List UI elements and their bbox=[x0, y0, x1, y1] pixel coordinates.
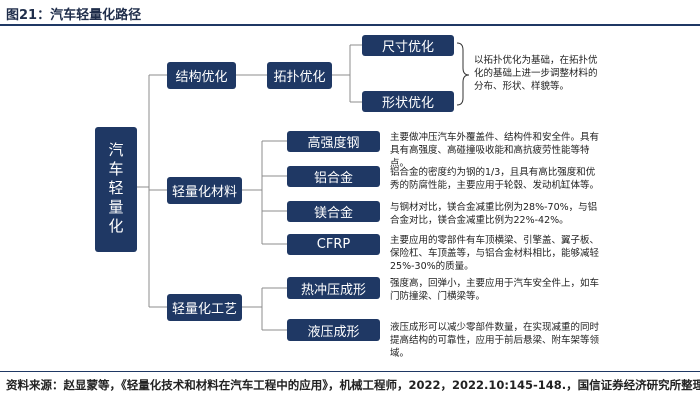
lightweight-material-node: 轻量化材料 bbox=[167, 177, 242, 204]
source-note: 资料来源：赵显蒙等，《轻量化技术和材料在汽车工程中的应用》，机械工程师，2022… bbox=[6, 378, 700, 392]
material-desc-cfrp: 主要应用的零部件有车顶横梁、引擎盖、翼子板、保险杠、车顶盖等，与铝合金材料相比，… bbox=[390, 235, 600, 272]
process-node-hydroforming: 液压成形 bbox=[287, 319, 380, 341]
topology-description: 以拓扑优化为基础，在拓扑优化的基础上进一步调整材料的分布、形状、样貌等。 bbox=[474, 55, 598, 92]
root-node: 汽车轻量化 bbox=[95, 127, 137, 252]
material-desc-aluminum-alloy: 铝合金的密度约为钢的1/3，且具有高比强度和优秀的防腐性能，主要应用于轮毂、发动… bbox=[390, 167, 600, 191]
process-desc-hot-stamping: 强度高，回弹小，主要应用于汽车安全件上，如车门防撞梁、门横梁等。 bbox=[390, 278, 600, 302]
process-node-hot-stamping: 热冲压成形 bbox=[287, 277, 380, 299]
material-node-aluminum-alloy: 铝合金 bbox=[287, 166, 380, 187]
lightweight-process-node: 轻量化工艺 bbox=[167, 294, 242, 321]
size-optimization-node: 尺寸优化 bbox=[362, 35, 454, 56]
material-desc-high-strength-steel: 主要做冲压汽车外覆盖件、结构件和安全件。具有具有高强度、高碰撞吸收能和高抗疲劳性… bbox=[390, 132, 600, 169]
material-node-high-strength-steel: 高强度钢 bbox=[287, 131, 380, 152]
material-node-cfrp: CFRP bbox=[287, 234, 380, 255]
material-desc-magnesium-alloy: 与钢材对比，镁合金减重比例为28%-70%，与铝合金对比，镁合金减重比例为22%… bbox=[390, 202, 598, 226]
topology-optimization-node: 拓扑优化 bbox=[267, 62, 332, 89]
structure-optimization-node: 结构优化 bbox=[167, 62, 236, 89]
title-rule bbox=[0, 24, 700, 26]
source-rule bbox=[0, 371, 700, 372]
process-desc-hydroforming: 液压成形可以减少零部件数量，在实现减重的同时提高结构的可靠性，应用于前后悬梁、附… bbox=[390, 322, 600, 359]
figure-title: 图21：汽车轻量化路径 bbox=[6, 8, 142, 23]
material-node-magnesium-alloy: 镁合金 bbox=[287, 201, 380, 222]
shape-optimization-node: 形状优化 bbox=[362, 91, 454, 112]
